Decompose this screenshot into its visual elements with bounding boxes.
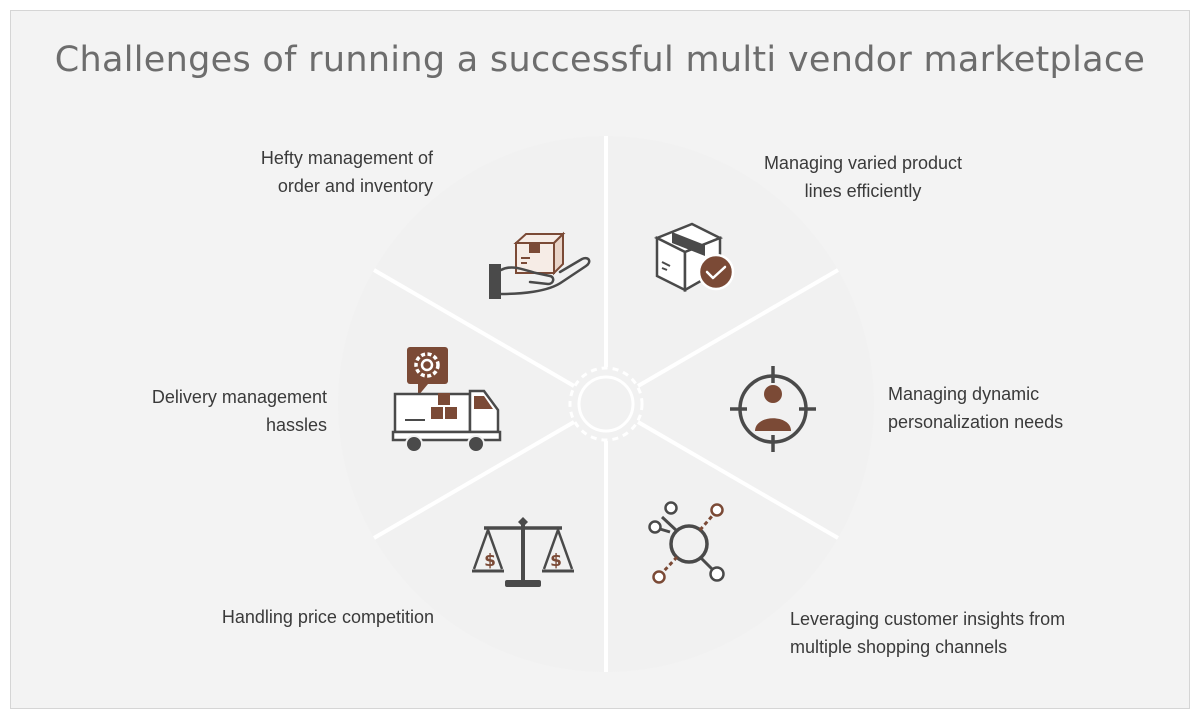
balance-scale-dollar-icon: $ $ [472,517,574,587]
center-dashed-ring [568,366,644,442]
target-person-icon [730,366,816,452]
center-ring [577,375,635,433]
wheel-disc [338,136,874,672]
dollar-sign-left: $ [484,551,496,571]
box-check-icon [653,222,735,293]
label-personalization: Managing dynamic personalization needs [888,384,1064,432]
label-price-competition: Handling price competition [221,607,434,627]
label-delivery: Delivery management hassles [151,387,327,435]
label-customer-insights: Leveraging customer insights from multip… [790,609,1066,657]
wheel-dividers [372,136,840,672]
hand-holding-box-icon [489,231,591,299]
network-nodes-icon [648,501,725,584]
dollar-sign-right: $ [550,551,562,571]
label-product-lines: Managing varied product lines efficientl… [763,153,963,201]
diagram-title: Challenges of running a successful multi… [54,40,1146,80]
delivery-truck-gear-icon [391,347,502,453]
label-order-inventory: Hefty management of order and inventory [260,148,433,196]
